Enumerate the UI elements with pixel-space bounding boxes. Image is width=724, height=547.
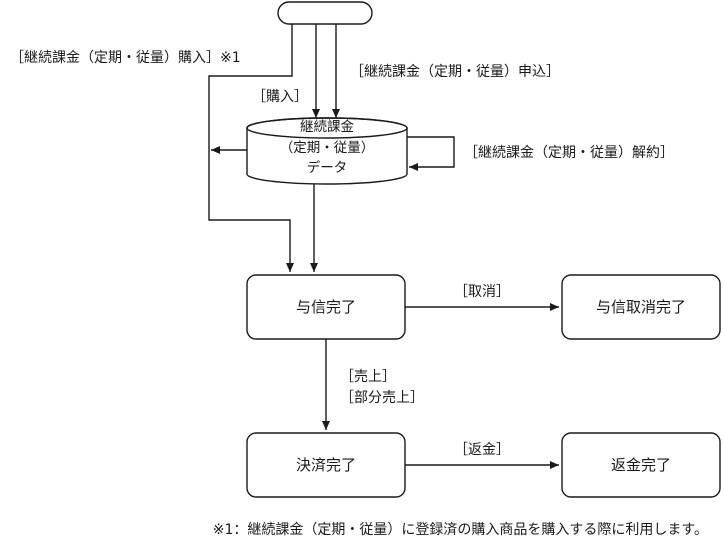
db-node: [246, 117, 408, 185]
credit-cancel-done-node: [561, 274, 721, 340]
label-refund: ［返金］: [454, 442, 510, 458]
credit-done-label: 与信完了: [296, 298, 356, 316]
label-apply: ［継続課金（定期・従量）申込］: [350, 63, 560, 80]
footnote: ※1：継続課金（定期・従量）に登録済の購入商品を購入する際に利用します。: [213, 521, 708, 538]
label-cancel: ［取消］: [454, 284, 510, 300]
label-purchase-note: ［継続課金（定期・従量）購入］※1: [10, 49, 241, 66]
db-line-1: 継続課金: [300, 119, 354, 135]
refund-done-node: [561, 432, 721, 498]
edge-purchase-note: [208, 24, 294, 272]
edge-cancel-contract: [407, 136, 455, 171]
label-partial-sales: ［部分売上］: [340, 390, 424, 406]
start-node: [277, 1, 373, 25]
label-sales: ［売上］: [340, 369, 396, 385]
refund-done-label: 返金完了: [611, 456, 671, 474]
label-purchase: ［購入］: [252, 89, 308, 105]
db-line-2: （定期・従量）: [280, 140, 375, 156]
db-line-3: データ: [307, 159, 348, 176]
label-cancel-contract: ［継続課金（定期・従量）解約］: [464, 144, 674, 161]
credit-cancel-done-label: 与信取消完了: [596, 298, 686, 316]
settle-done-label: 決済完了: [296, 456, 356, 474]
